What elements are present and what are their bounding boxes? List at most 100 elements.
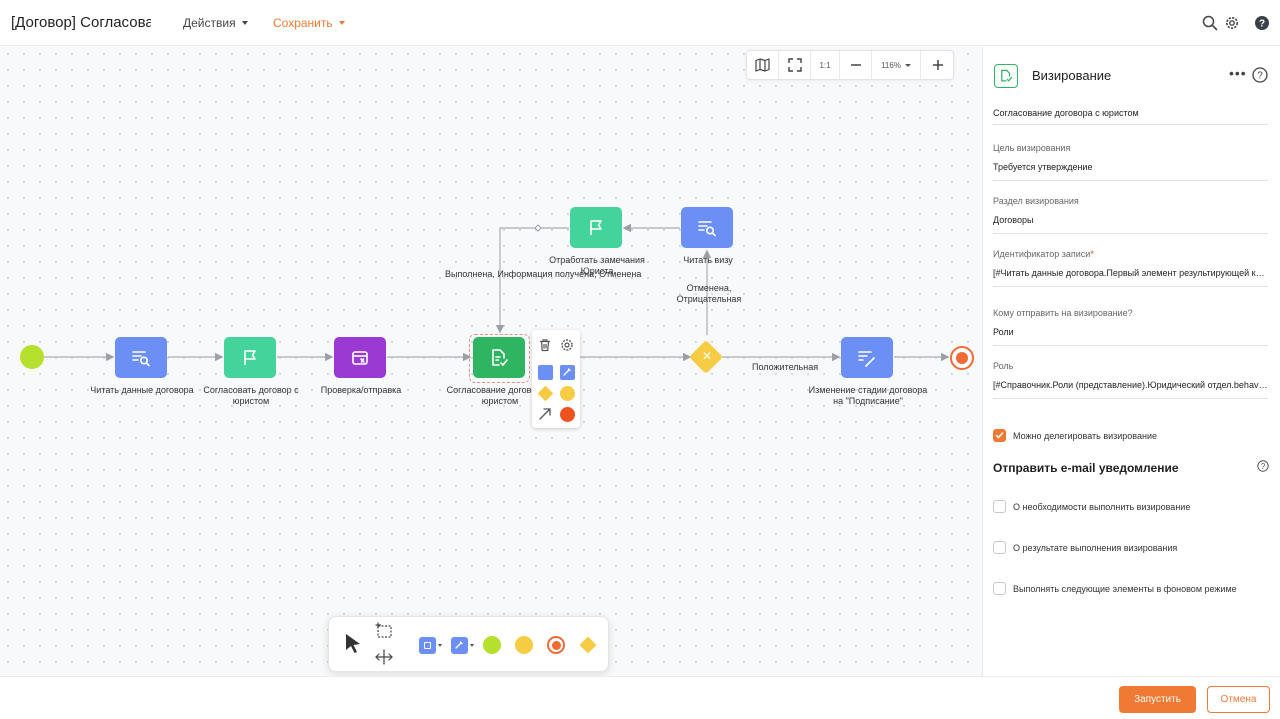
task-read-visa[interactable] [681,207,733,248]
task-change-stage[interactable] [841,337,893,378]
map-icon[interactable] [747,51,779,79]
check-icon [995,432,1004,439]
top-header: [Договор] Согласовани Действия Сохранить… [0,0,1280,46]
record-id-value: [#Читать данные договора.Первый элемент … [993,268,1268,278]
help-circle-icon[interactable]: ? [1257,459,1269,472]
help-icon[interactable]: ? [1252,13,1272,33]
task-agree-lawyer[interactable] [224,337,276,378]
option-row-visa-result[interactable]: О результате выполнения визирования [993,541,1177,554]
append-intermediate-event-icon[interactable] [558,384,576,402]
search-icon[interactable] [1200,13,1220,33]
zoom-reset-button[interactable]: 1:1 [811,51,840,79]
end-event-icon [547,636,565,654]
background-label: Выполнять следующие элементы в фоновом р… [1013,583,1237,594]
task-read-contract[interactable] [115,337,167,378]
chevron-down-icon [904,63,911,67]
start-event-icon [483,636,501,654]
script-icon [450,636,468,654]
properties-panel: Визирование ••• ? Согласование договора … [982,46,1280,676]
append-gateway-icon[interactable] [536,384,554,402]
visa-goal-label: Цель визирования [993,143,1071,153]
task-check-send[interactable] [334,337,386,378]
background-checkbox[interactable] [993,582,1006,595]
task-check-send-label: Проверка/отправка [320,385,402,395]
element-name-value: Согласование договора с юристом [993,108,1139,118]
element-name-field[interactable]: Согласование договора с юристом [993,108,1268,125]
append-end-event-icon[interactable] [558,405,576,423]
trash-icon[interactable] [536,336,554,354]
element-toolbar [328,616,609,672]
lasso-tool-icon[interactable] [374,621,394,641]
task-change-stage-label: Изменение стадии договора на "Подписание… [808,385,928,406]
need-visa-label: О необходимости выполнить визирование [1013,501,1191,512]
visa-section-field[interactable]: Раздел визирования Договоры [993,196,1268,234]
close-x-icon: ✕ [701,349,713,363]
create-task-tool[interactable] [417,634,443,656]
send-to-field[interactable]: Кому отправить на визирование? Роли [993,308,1268,346]
zoom-in-button[interactable] [921,51,954,79]
delegate-checkbox[interactable] [993,429,1006,442]
read-data-icon [698,220,716,236]
option-row-need-visa[interactable]: О необходимости выполнить визирование [993,500,1190,513]
role-field[interactable]: Роль [#Справочник.Роли (представление).Ю… [993,361,1268,399]
more-options-icon[interactable]: ••• [1229,65,1247,81]
actions-menu-label: Действия [183,16,236,30]
task-fix-remarks[interactable] [570,207,622,248]
visa-result-checkbox[interactable] [993,541,1006,554]
zoom-out-button[interactable] [840,51,872,79]
fullscreen-icon[interactable] [779,51,811,79]
pointer-tool-icon[interactable] [341,631,365,655]
append-task-icon[interactable] [536,363,554,381]
chevron-down-icon [241,21,248,25]
save-menu[interactable]: Сохранить [273,16,345,30]
gear-icon[interactable] [558,336,576,354]
delegate-checkbox-row[interactable]: Можно делегировать визирование [993,429,1157,442]
edit-data-icon [858,350,875,367]
flag-icon [590,219,602,235]
visa-section-label: Раздел визирования [993,196,1079,206]
actions-menu[interactable]: Действия [183,16,248,30]
zoom-toolbar: 1:1 116% [746,50,954,80]
zoom-level-value: 116% [881,60,901,70]
start-event-tool[interactable] [482,635,502,655]
zoom-level-select[interactable]: 116% [872,51,921,79]
cancel-button[interactable]: Отмена [1207,686,1270,713]
option-row-background[interactable]: Выполнять следующие элементы в фоновом р… [993,582,1237,595]
visa-goal-field[interactable]: Цель визирования Требуется утверждение [993,143,1268,181]
svg-text:?: ? [1259,19,1265,30]
end-event[interactable] [950,346,974,370]
process-title[interactable]: [Договор] Согласовани [11,14,151,31]
svg-text:?: ? [1261,462,1266,471]
diagram-canvas[interactable]: Читать данные договора Согласовать догов… [0,46,982,676]
bottom-bar: Запустить Отмена [0,676,1280,719]
gateway-tool[interactable] [578,635,598,655]
connect-arrow-icon[interactable] [536,405,554,423]
record-id-field[interactable]: Идентификатор записи* [#Читать данные до… [993,249,1268,287]
send-to-label: Кому отправить на визирование? [993,308,1133,318]
intermediate-event-tool[interactable] [514,635,534,655]
run-button[interactable]: Запустить [1119,686,1196,713]
space-tool-icon[interactable] [374,647,394,667]
visa-goal-value: Требуется утверждение [993,162,1093,172]
task-fix-remarks-label: Отработать замечания Юриста [549,255,645,276]
edge-label-done-info: Выполнена, Информация получена, Отменена [445,269,642,279]
gear-icon[interactable] [1222,13,1242,33]
create-script-tool[interactable] [449,634,475,656]
email-section-title: Отправить e-mail уведомление [993,461,1179,475]
edge-label-cancel-negative: Отменена, Отрицательная [676,283,742,304]
form-icon [352,350,368,365]
start-event[interactable] [20,345,44,369]
visa-result-label: О результате выполнения визирования [1013,542,1178,553]
append-script-icon[interactable] [558,363,576,381]
need-visa-checkbox[interactable] [993,500,1006,513]
gateway-icon [579,636,597,654]
task-approval[interactable] [473,337,525,378]
svg-text:?: ? [1257,71,1263,82]
panel-title: Визирование [1032,68,1112,83]
visa-section-value: Договоры [993,215,1034,225]
task-agree-lawyer-label: Согласовать договор с юристом [203,385,299,406]
edge-label-positive: Положительная [752,362,819,372]
help-circle-icon[interactable]: ? [1252,67,1268,83]
end-event-tool[interactable] [546,635,566,655]
